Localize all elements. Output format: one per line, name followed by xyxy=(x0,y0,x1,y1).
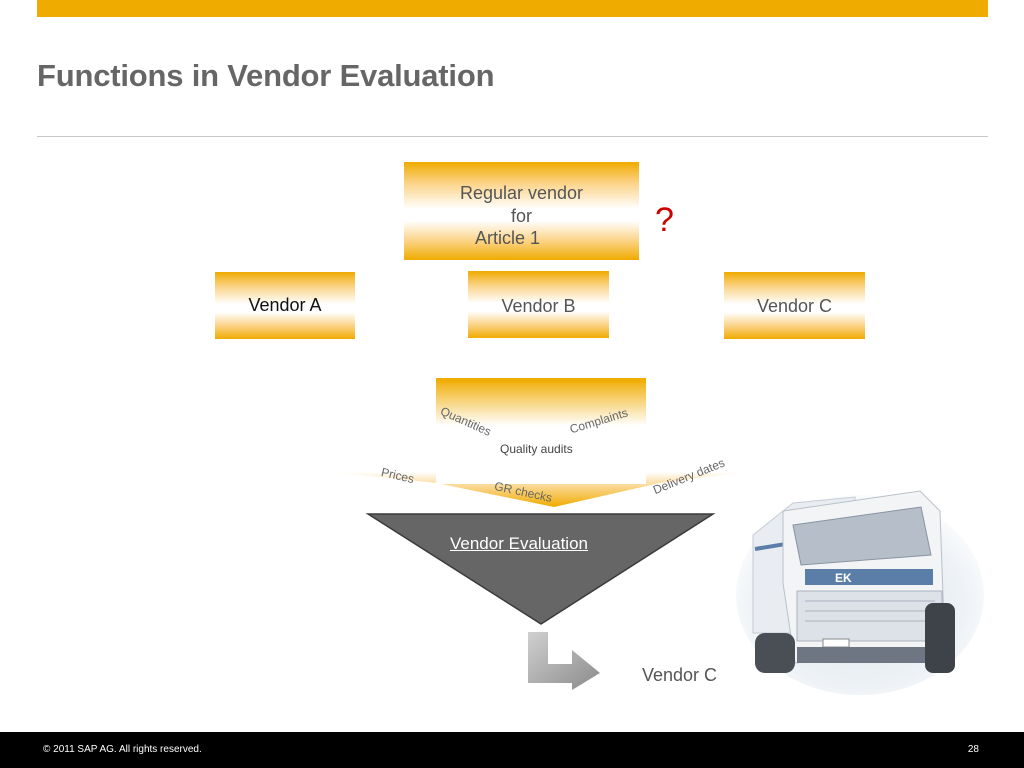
criterion-quality-audits: Quality audits xyxy=(500,442,573,456)
footer-page-number: 28 xyxy=(967,744,979,755)
vendor-evaluation-triangle xyxy=(365,513,716,625)
svg-text:EK: EK xyxy=(835,571,852,585)
truck-image: EK xyxy=(736,490,984,695)
footer-bar: © 2011 SAP AG. All rights reserved. 28 xyxy=(0,732,1024,768)
criteria-top-block xyxy=(436,378,646,484)
criteria-block-top-edge xyxy=(436,378,646,383)
slide-title: Functions in Vendor Evaluation xyxy=(37,58,495,93)
regular-vendor-box: Regular vendor for Article 1 xyxy=(404,162,639,260)
regular-vendor-line-2: for xyxy=(510,205,532,226)
vendor-c-box: Vendor C xyxy=(724,272,865,339)
title-divider xyxy=(37,136,988,137)
top-accent-bar xyxy=(37,0,988,17)
vendor-evaluation-label: Vendor Evaluation xyxy=(450,534,588,553)
vendor-a-box: Vendor A xyxy=(215,272,355,339)
vendor-b-box: Vendor B xyxy=(468,271,609,338)
regular-vendor-line-1: Regular vendor xyxy=(459,183,584,203)
result-vendor-label: Vendor C xyxy=(642,665,718,685)
result-arrow-icon xyxy=(528,632,600,690)
footer-copyright: © 2011 SAP AG. All rights reserved. xyxy=(43,744,202,755)
regular-vendor-line-3: Article 1 xyxy=(474,228,541,248)
question-mark: ? xyxy=(655,201,674,239)
